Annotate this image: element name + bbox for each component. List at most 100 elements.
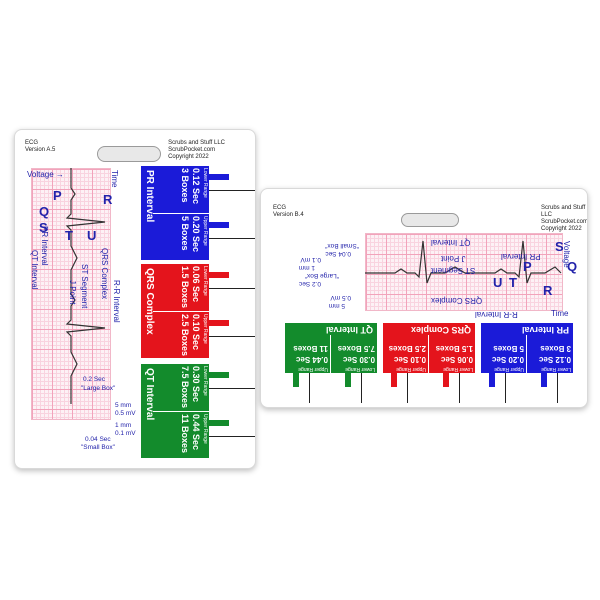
small-box-time: 0.04 Sec <box>325 250 351 257</box>
qrs-complex-lower-range-label: Lower Range <box>202 266 208 296</box>
qrs-complex-lower-seconds: 0.06 Sec <box>191 266 201 303</box>
qt-interval-lower-range-label: Lower Range <box>345 366 375 372</box>
pr-interval-upper-boxes: 5 Boxes <box>493 344 524 353</box>
copyright: Copyright 2022 <box>168 154 209 160</box>
qt-interval-lower-range-label: Lower Range <box>202 366 208 396</box>
qt-interval-upper-range-label: Upper Range <box>202 414 208 444</box>
qt-interval-lower-line <box>209 388 255 389</box>
small-box-voltage: 0.1 mV <box>300 256 321 263</box>
large-box-height: 5 mm <box>115 402 132 409</box>
card-title: ECG <box>273 205 287 211</box>
wave-q: Q <box>39 204 50 219</box>
qt-interval-lower-tab <box>293 373 299 387</box>
small-box-time: 0.04 Sec <box>85 436 111 443</box>
ecg-waveform <box>365 240 562 284</box>
card-version: Version B.4 <box>273 212 304 218</box>
card-version: Version A.5 <box>25 147 56 153</box>
j-point-wrap: J Point <box>65 280 83 304</box>
card-header-left: ECG Version B.4 <box>273 205 304 219</box>
qrs-complex-upper-boxes: 2.5 Boxes <box>180 314 190 357</box>
pr-interval-upper-range-label: Upper Range <box>202 216 208 246</box>
qrs-complex-upper-line <box>459 373 460 403</box>
large-box-voltage: 0.5 mV <box>330 294 351 301</box>
wave-r: R <box>103 192 113 207</box>
qt-interval-label: QT Interval <box>431 238 471 247</box>
qt-interval-lower-line <box>309 373 310 403</box>
j-point-label: J Point <box>441 254 466 263</box>
large-box-height: 5 mm <box>328 302 345 309</box>
company-site: ScrubPocket.com <box>168 147 216 153</box>
large-box-time: 0.2 Sec <box>298 280 321 287</box>
qt-interval-lower-seconds: 0.30 Sec <box>191 366 201 403</box>
pr-interval-upper-tab <box>209 222 229 228</box>
qrs-complex-label: QRS Complex <box>431 296 483 305</box>
ecg-waveform <box>65 168 106 404</box>
qrs-complex-upper-tab <box>209 320 229 326</box>
pr-interval-lower-range-label: Lower Range <box>541 366 571 372</box>
vertical-ecg-card: ECG Version A.5 Scrubs and Stuff LLC Scr… <box>14 129 256 469</box>
wave-t: T <box>509 275 517 290</box>
pr-interval-lower-range-label: Lower Range <box>202 168 208 198</box>
pr-interval-lower-tab <box>209 174 229 180</box>
pr-interval-lower-line <box>505 373 506 403</box>
card-header-right: Scrubs and Stuff LLC ScrubPocket.com Cop… <box>541 205 587 233</box>
wave-s: S <box>555 239 564 254</box>
voltage-label: Voltage <box>27 170 54 179</box>
qt-interval-lower-tab <box>209 372 229 378</box>
copyright: Copyright 2022 <box>541 226 582 232</box>
small-box-height: 1 mm <box>115 422 132 429</box>
pr-interval-upper-line <box>209 238 255 239</box>
qrs-complex-upper-line <box>209 336 255 337</box>
qt-interval-title: QT Interval <box>144 368 155 421</box>
pr-interval-lower-tab <box>489 373 495 387</box>
rr-interval-label: R-R Interval <box>475 310 518 319</box>
pr-interval-lower-seconds: 0.12 Sec <box>538 355 571 364</box>
qrs-complex-lower-tab <box>209 272 229 278</box>
voltage-arrow: Voltage → <box>27 170 64 179</box>
small-box-label: "Small Box" <box>81 444 115 451</box>
wave-u: U <box>87 228 97 243</box>
qt-interval-upper-tab <box>345 373 351 387</box>
qt-interval-upper-line <box>209 436 255 437</box>
qt-interval-lower-boxes: 7.5 Boxes <box>337 344 375 353</box>
qrs-complex-upper-boxes: 2.5 Boxes <box>388 344 426 353</box>
time-label: Time <box>551 309 569 318</box>
j-point-label: J Point <box>68 280 77 305</box>
card-title: ECG <box>25 140 39 146</box>
rr-interval-label: R-R Interval <box>112 280 121 323</box>
qrs-complex-upper-range-label: Upper Range <box>202 314 208 344</box>
qt-interval-upper-boxes: 11 Boxes <box>180 414 190 454</box>
badge-slot <box>401 213 459 227</box>
pr-interval-wrap: PR Interval <box>501 249 541 267</box>
qt-interval-lower-seconds: 0.30 Sec <box>342 355 375 364</box>
pr-interval-title: PR Interval <box>521 325 569 335</box>
time-label-wrap: Time <box>107 170 125 187</box>
qrs-complex-lower-seconds: 0.06 Sec <box>440 355 473 364</box>
qrs-complex-lower-boxes: 1.5 Boxes <box>435 344 473 353</box>
badge-slot <box>97 146 161 162</box>
pr-interval-upper-line <box>557 373 558 403</box>
st-segment-wrap: ST Segment <box>431 263 475 281</box>
large-box-time: 0.2 Sec <box>83 376 106 383</box>
qt-interval-lower-range: Lower Range 0.30 Sec 7.5 Boxes <box>331 335 377 373</box>
company-name: Scrubs and Stuff LLC <box>168 140 225 146</box>
company-name: Scrubs and Stuff LLC <box>541 205 586 218</box>
qrs-complex-label: QRS Complex <box>100 248 109 300</box>
qt-interval-upper-tab <box>209 420 229 426</box>
